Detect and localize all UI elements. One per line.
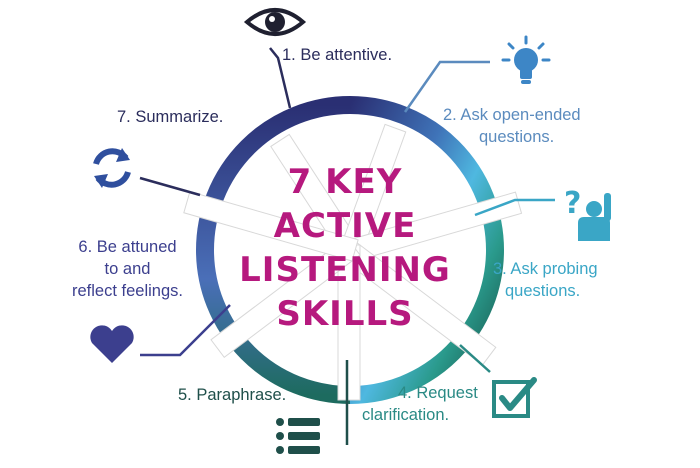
checkbox-icon: [492, 377, 537, 418]
label-feelings-line-3: reflect feelings.: [72, 282, 183, 300]
label-summarize: 7. Summarize.: [117, 106, 223, 128]
refresh-arrows-icon: [93, 148, 131, 188]
ring-left-arc: [196, 96, 351, 404]
center-title-line-2: ACTIVE: [273, 206, 417, 246]
label-paraphrase: 5. Paraphrase.: [178, 384, 286, 406]
label-probing-line-1: 3. Ask probing: [493, 260, 598, 278]
heart-icon: [90, 325, 134, 363]
spoke-7: [183, 190, 359, 262]
connector-summarize: [139, 176, 201, 197]
center-title-line-4: SKILLS: [276, 294, 414, 334]
label-probing-line-2: questions.: [505, 282, 581, 300]
connector-attentive: [269, 47, 292, 109]
list-icon: [276, 418, 320, 454]
label-summarize-line-1: 7. Summarize.: [117, 108, 224, 126]
connector-clarification: [459, 344, 491, 373]
label-clarification: 4. Request clarification.: [362, 382, 478, 426]
center-title-line-1: 7 KEY: [287, 162, 403, 202]
ring-right-arc: [349, 96, 504, 404]
svg-text:?: ?: [564, 186, 581, 221]
eye-icon: [243, 8, 307, 36]
label-paraphrase-line-1: 5. Paraphrase.: [178, 386, 287, 404]
label-feelings: 6. Be attuned to and reflect feelings.: [72, 236, 183, 302]
raised-hand-question-icon: ?: [564, 186, 611, 241]
center-title-line-3: LISTENING: [239, 250, 451, 290]
connector-probing: [474, 198, 555, 217]
label-clarification-line-2: clarification.: [362, 406, 450, 424]
lightbulb-icon: [501, 35, 551, 84]
connector-open-ended: [403, 60, 490, 113]
label-feelings-line-1: 6. Be attuned: [78, 238, 177, 256]
connector-feelings: [140, 304, 231, 357]
label-attentive: 1. Be attentive.: [282, 44, 392, 66]
label-open-ended-line-2: questions.: [479, 128, 555, 146]
label-feelings-line-2: to and: [104, 260, 151, 278]
label-open-ended: 2. Ask open-ended questions.: [443, 104, 581, 148]
label-attentive-line-1: 1. Be attentive.: [282, 46, 393, 64]
center-title: 7 KEY ACTIVE LISTENING SKILLS: [225, 160, 465, 336]
label-open-ended-line-1: 2. Ask open-ended: [443, 106, 581, 124]
label-probing: 3. Ask probing questions.: [493, 258, 598, 302]
label-clarification-line-1: 4. Request: [398, 384, 478, 402]
